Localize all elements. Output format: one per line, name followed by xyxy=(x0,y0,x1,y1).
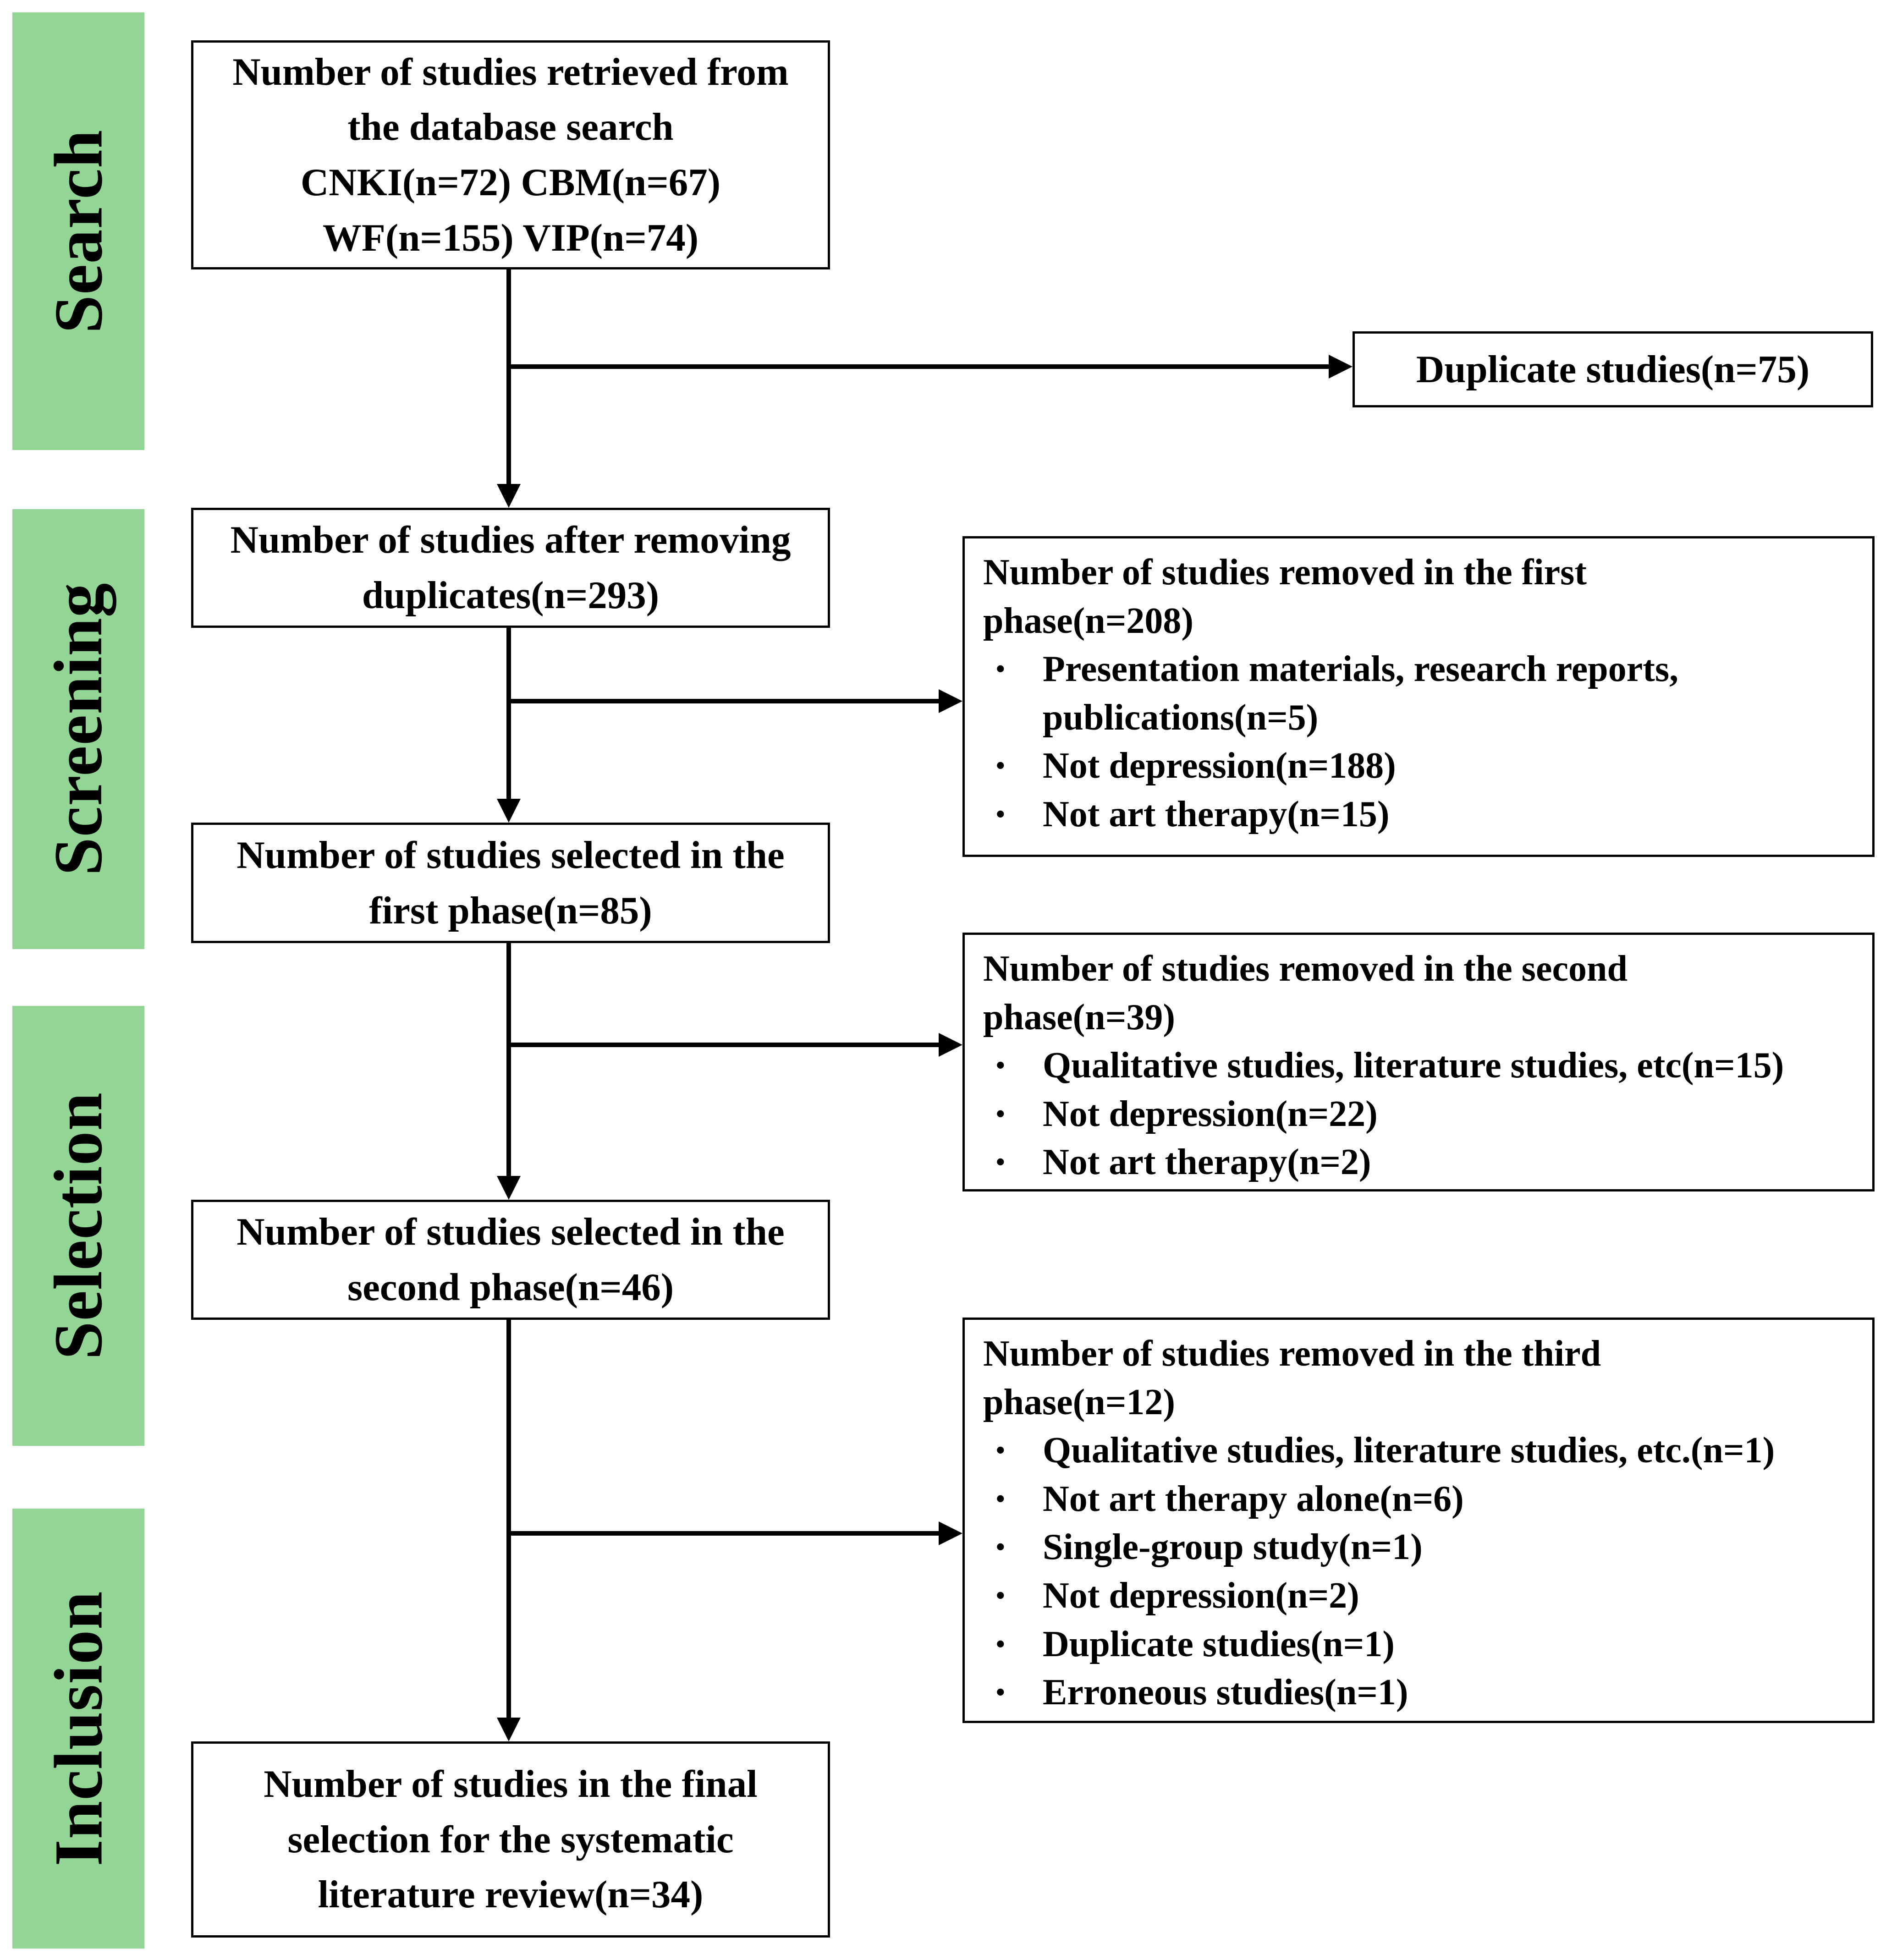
second-phase-removed-list: Qualitative studies, literature studies,… xyxy=(983,1042,1860,1187)
first-phase-removed-box: Number of studies removed in the first p… xyxy=(962,536,1875,857)
list-item: Presentation materials, research reports… xyxy=(983,645,1860,742)
arrowhead-down-to-dedup-icon xyxy=(497,484,521,508)
list-item: Not art therapy(n=2) xyxy=(983,1138,1860,1187)
third-phase-removed-title: Number of studies removed in the third p… xyxy=(983,1334,1601,1422)
arrowhead-right-to-first-removed-icon xyxy=(939,689,962,713)
list-item: Not depression(n=2) xyxy=(983,1572,1860,1620)
second-phase-selected-text: Number of studies selected in the second… xyxy=(236,1210,785,1309)
list-item: Not depression(n=188) xyxy=(983,742,1860,791)
stage-label-inclusion-text: Inclusion xyxy=(40,1591,117,1867)
arrowhead-right-to-second-removed-icon xyxy=(939,1033,962,1057)
third-phase-removed-list: Qualitative studies, literature studies,… xyxy=(983,1427,1860,1717)
connector-dedup-to-first-line xyxy=(506,628,511,804)
retrieved-studies-box: Number of studies retrieved from the dat… xyxy=(191,40,830,269)
retrieved-studies-text: Number of studies retrieved from the dat… xyxy=(232,50,789,259)
after-duplicates-removed-text: Number of studies after removing duplica… xyxy=(230,518,791,617)
connector-to-second-removed-line xyxy=(506,1043,940,1047)
after-duplicates-removed-box: Number of studies after removing duplica… xyxy=(191,508,830,628)
first-phase-selected-box: Number of studies selected in the first … xyxy=(191,823,830,943)
second-phase-removed-box: Number of studies removed in the second … xyxy=(962,933,1875,1191)
connector-to-third-removed-line xyxy=(506,1531,940,1536)
second-phase-selected-box: Number of studies selected in the second… xyxy=(191,1200,830,1320)
duplicate-studies-text: Duplicate studies(n=75) xyxy=(1416,348,1810,391)
second-phase-removed-title: Number of studies removed in the second … xyxy=(983,949,1628,1038)
first-phase-selected-text: Number of studies selected in the first … xyxy=(236,833,785,932)
stage-label-selection: Selection xyxy=(12,1006,144,1446)
arrowhead-right-to-duplicates-icon xyxy=(1329,355,1353,379)
connector-to-duplicates-line xyxy=(506,364,1330,369)
final-selection-box: Number of studies in the final selection… xyxy=(191,1741,830,1938)
list-item: Not art therapy alone(n=6) xyxy=(983,1475,1860,1524)
list-item: Erroneous studies(n=1) xyxy=(983,1669,1860,1717)
arrowhead-down-to-final-icon xyxy=(497,1718,521,1741)
stage-label-screening-text: Screening xyxy=(40,582,117,876)
stage-label-search-text: Search xyxy=(40,129,116,333)
list-item: Not art therapy(n=15) xyxy=(983,791,1860,839)
first-phase-removed-list: Presentation materials, research reports… xyxy=(983,645,1860,839)
stage-label-inclusion: Inclusion xyxy=(12,1509,144,1949)
list-item: Qualitative studies, literature studies,… xyxy=(983,1042,1860,1090)
connector-first-to-second-line xyxy=(506,943,511,1181)
third-phase-removed-box: Number of studies removed in the third p… xyxy=(962,1318,1875,1723)
final-selection-text: Number of studies in the final selection… xyxy=(264,1762,758,1916)
list-item: Single-group study(n=1) xyxy=(983,1523,1860,1572)
stage-label-search: Search xyxy=(12,12,144,450)
arrowhead-down-to-second-icon xyxy=(497,1176,521,1200)
arrowhead-down-to-first-icon xyxy=(497,799,521,823)
connector-second-to-final-line xyxy=(506,1319,511,1722)
list-item: Qualitative studies, literature studies,… xyxy=(983,1427,1860,1475)
stage-label-selection-text: Selection xyxy=(40,1092,117,1360)
list-item: Not depression(n=22) xyxy=(983,1090,1860,1139)
stage-label-screening: Screening xyxy=(12,509,144,949)
connector-retrieved-to-dedup-line xyxy=(506,269,511,487)
list-item: Duplicate studies(n=1) xyxy=(983,1620,1860,1669)
arrowhead-right-to-third-removed-icon xyxy=(939,1521,962,1545)
duplicate-studies-box: Duplicate studies(n=75) xyxy=(1353,331,1873,407)
first-phase-removed-title: Number of studies removed in the first p… xyxy=(983,552,1587,641)
connector-to-first-removed-line xyxy=(506,699,940,703)
